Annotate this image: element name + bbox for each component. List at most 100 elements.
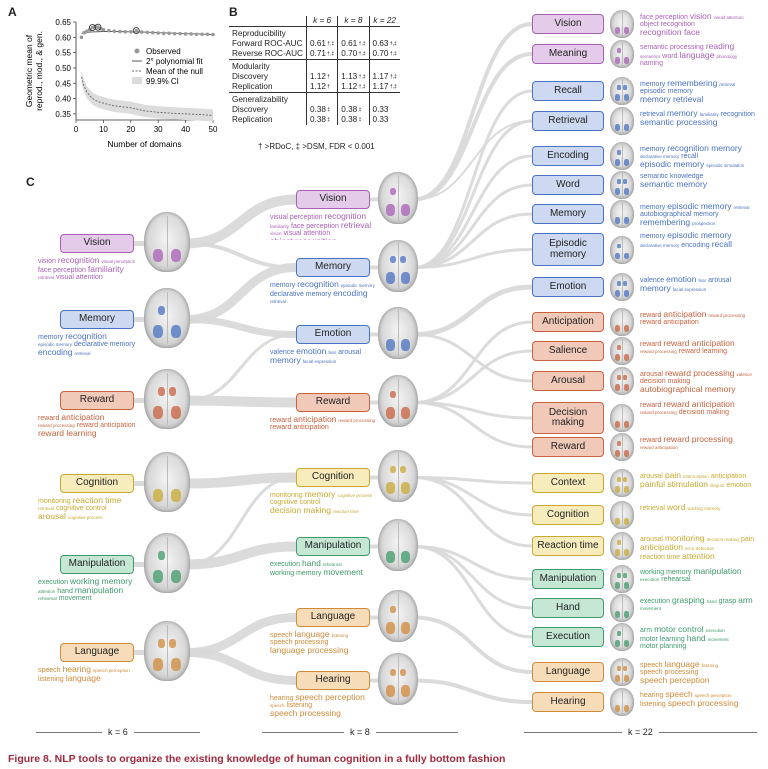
cloud-term: retrieval <box>733 205 750 210</box>
cloud-term: cognitive process <box>67 515 103 520</box>
cloud-term: naming <box>640 60 663 67</box>
cloud-term: hearing <box>640 692 664 699</box>
brain-activation <box>386 482 395 494</box>
brain-midline <box>397 522 399 568</box>
domain-node: Context <box>532 473 604 493</box>
table-empty-cell <box>337 92 370 105</box>
cloud-term: motor learning <box>640 636 685 643</box>
k6-axis-label: k = 6 <box>36 727 200 737</box>
brain-image <box>610 171 634 199</box>
observed-point <box>172 31 177 36</box>
cloud-term: movement <box>640 606 662 611</box>
brain-activation <box>623 611 630 618</box>
cloud-term: face perception <box>38 267 86 274</box>
significance-mark: ‡ <box>357 107 362 113</box>
x-tick-label: 10 <box>99 125 108 134</box>
cloud-term: episodic memory <box>340 283 375 288</box>
cloud-term: grasping <box>671 596 705 605</box>
cloud-term: encoding <box>333 288 368 298</box>
table-section-title: Modularity <box>229 59 307 72</box>
brain-midline <box>166 536 168 590</box>
cloud-term: memory <box>270 282 296 289</box>
word-cloud: semantic knowledgesemantic memory <box>640 173 758 199</box>
cloud-term: episodic memory <box>640 159 705 169</box>
flow-ribbon <box>413 22 533 202</box>
cloud-term: familiarity <box>87 264 124 274</box>
brain-activation <box>401 482 410 494</box>
domain-node: Reward <box>60 391 134 410</box>
observed-point <box>211 32 215 37</box>
cloud-term: remembering <box>640 217 691 227</box>
domain-node: Reaction time <box>532 536 604 556</box>
brain-activation <box>401 407 410 419</box>
cloud-term: autobiographical memory <box>640 384 736 394</box>
cloud-term: movement <box>58 595 92 602</box>
domain-node: Language <box>296 608 370 627</box>
cloud-term: reaction time <box>332 509 359 514</box>
significance-mark: †,‡ <box>325 51 335 57</box>
table-header-cell: k = 8 <box>337 16 370 27</box>
domain-node: Vision <box>532 14 604 34</box>
brain-image <box>610 308 634 336</box>
brain-activation <box>614 290 621 297</box>
brain-activation <box>390 668 396 677</box>
cloud-term: arousal <box>640 473 663 480</box>
domain-node: Vision <box>296 190 370 209</box>
cloud-term: memory <box>640 81 666 88</box>
x-axis-title: Number of domains <box>107 139 181 149</box>
table-section-title: Reproducibility <box>232 29 286 38</box>
panel-label-c: C <box>26 175 35 189</box>
brain-midline <box>166 455 168 509</box>
cloud-term: emotion <box>726 482 752 489</box>
observed-point <box>112 29 117 33</box>
cloud-term: fear <box>698 278 707 283</box>
cloud-term: error detection <box>685 546 715 551</box>
observed-point <box>85 29 89 33</box>
domain-node: Memory <box>296 258 370 277</box>
brain-image <box>144 288 190 348</box>
brain-activation <box>170 489 181 503</box>
flow-ribbon <box>413 120 533 201</box>
cloud-term: memory <box>38 334 64 341</box>
flow-ribbon <box>185 395 297 408</box>
cloud-term: recognition <box>324 212 367 221</box>
brain-activation <box>623 188 630 195</box>
significance-mark: †,‡ <box>388 84 397 90</box>
cloud-term: retrieval <box>340 220 372 230</box>
cloud-term: grasp <box>718 598 737 605</box>
brain-activation <box>400 465 406 474</box>
cloud-term: rehearsal <box>322 562 342 567</box>
table-empty-cell <box>337 59 370 72</box>
cloud-term: speech processing <box>270 639 329 646</box>
domain-node: Hearing <box>296 671 370 690</box>
domain-node: Cognition <box>532 505 604 525</box>
cloud-term: emotion <box>666 275 697 284</box>
brain-activation <box>614 252 621 260</box>
brain-activation <box>614 27 621 34</box>
table-value-cell: 0.38 ‡ <box>305 105 338 115</box>
flow-ribbon <box>413 545 533 639</box>
brain-activation <box>623 179 627 184</box>
domain-node: Manipulation <box>532 569 604 589</box>
cloud-term: reward anticipation <box>663 339 735 348</box>
flow-ribbon <box>413 349 533 404</box>
brain-activation <box>623 582 630 589</box>
flow-ribbon <box>413 248 533 269</box>
observed-point <box>139 30 144 34</box>
brain-image <box>610 532 634 560</box>
table-row-label: Discovery <box>232 72 268 81</box>
brain-activation <box>623 375 627 380</box>
brain-activation <box>170 570 181 584</box>
domain-node: Language <box>532 662 604 682</box>
cloud-term: manipulation <box>74 585 124 595</box>
domain-node: Manipulation <box>60 555 134 574</box>
